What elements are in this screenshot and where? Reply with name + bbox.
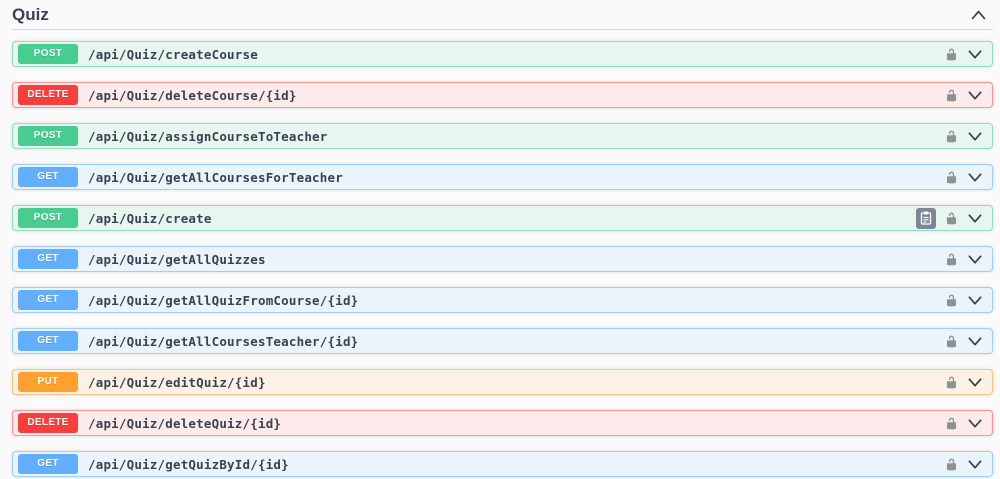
endpoint-path: /api/Quiz/getAllCoursesForTeacher bbox=[88, 169, 343, 185]
unlocked-padlock-icon bbox=[945, 416, 958, 431]
endpoint-row-post-2[interactable]: POST /api/Quiz/assignCourseToTeacher bbox=[12, 123, 993, 149]
endpoint-row-get-3[interactable]: GET /api/Quiz/getAllCoursesForTeacher bbox=[12, 164, 993, 190]
expand-endpoint-button[interactable] bbox=[967, 253, 983, 266]
chevron-down-icon bbox=[967, 376, 983, 389]
endpoint-path: /api/Quiz/getAllQuizzes bbox=[88, 251, 266, 267]
endpoint-path: /api/Quiz/deleteCourse/{id} bbox=[88, 87, 297, 103]
endpoint-row-delete-1[interactable]: DELETE /api/Quiz/deleteCourse/{id} bbox=[12, 82, 993, 108]
endpoint-path: /api/Quiz/deleteQuiz/{id} bbox=[88, 415, 282, 431]
endpoint-row-delete-9[interactable]: DELETE /api/Quiz/deleteQuiz/{id} bbox=[12, 410, 993, 436]
authorize-lock-button[interactable] bbox=[945, 293, 958, 308]
expand-endpoint-button[interactable] bbox=[967, 130, 983, 143]
method-badge: POST bbox=[18, 208, 78, 228]
expand-endpoint-button[interactable] bbox=[967, 171, 983, 184]
authorize-lock-button[interactable] bbox=[945, 416, 958, 431]
endpoint-path: /api/Quiz/create bbox=[88, 210, 212, 226]
endpoint-path: /api/Quiz/createCourse bbox=[88, 46, 258, 62]
chevron-down-icon bbox=[967, 294, 983, 307]
endpoint-path: /api/Quiz/getAllCoursesTeacher/{id} bbox=[88, 333, 359, 349]
method-badge: POST bbox=[18, 44, 78, 64]
authorize-lock-button[interactable] bbox=[945, 375, 958, 390]
chevron-down-icon bbox=[967, 212, 983, 225]
endpoint-row-post-0[interactable]: POST /api/Quiz/createCourse bbox=[12, 41, 993, 67]
expand-endpoint-button[interactable] bbox=[967, 376, 983, 389]
endpoint-path: /api/Quiz/editQuiz/{id} bbox=[88, 374, 266, 390]
section-title: Quiz bbox=[12, 5, 49, 24]
unlocked-padlock-icon bbox=[945, 252, 958, 267]
endpoint-row-get-5[interactable]: GET /api/Quiz/getAllQuizzes bbox=[12, 246, 993, 272]
section-divider bbox=[12, 29, 993, 30]
chevron-down-icon bbox=[967, 417, 983, 430]
endpoint-row-put-8[interactable]: PUT /api/Quiz/editQuiz/{id} bbox=[12, 369, 993, 395]
expand-endpoint-button[interactable] bbox=[967, 417, 983, 430]
endpoint-row-get-10[interactable]: GET /api/Quiz/getQuizById/{id} bbox=[12, 451, 993, 477]
authorize-lock-button[interactable] bbox=[945, 47, 958, 62]
unlocked-padlock-icon bbox=[945, 375, 958, 390]
authorize-lock-button[interactable] bbox=[945, 252, 958, 267]
authorize-lock-button[interactable] bbox=[945, 457, 958, 472]
unlocked-padlock-icon bbox=[945, 457, 958, 472]
chevron-down-icon bbox=[967, 89, 983, 102]
method-badge: GET bbox=[18, 167, 78, 187]
expand-endpoint-button[interactable] bbox=[967, 48, 983, 61]
unlocked-padlock-icon bbox=[945, 170, 958, 185]
unlocked-padlock-icon bbox=[945, 88, 958, 103]
method-badge: PUT bbox=[18, 372, 78, 392]
chevron-down-icon bbox=[967, 253, 983, 266]
method-badge: GET bbox=[18, 290, 78, 310]
endpoint-path: /api/Quiz/getAllQuizFromCourse/{id} bbox=[88, 292, 359, 308]
endpoint-row-post-4[interactable]: POST /api/Quiz/create bbox=[12, 205, 993, 231]
unlocked-padlock-icon bbox=[945, 334, 958, 349]
section-header[interactable]: Quiz bbox=[12, 4, 993, 26]
expand-endpoint-button[interactable] bbox=[967, 212, 983, 225]
authorize-lock-button[interactable] bbox=[945, 211, 958, 226]
chevron-down-icon bbox=[967, 335, 983, 348]
collapse-section-button[interactable] bbox=[964, 8, 993, 22]
endpoint-path: /api/Quiz/getQuizById/{id} bbox=[88, 456, 289, 472]
expand-endpoint-button[interactable] bbox=[967, 335, 983, 348]
authorize-lock-button[interactable] bbox=[945, 334, 958, 349]
chevron-down-icon bbox=[967, 48, 983, 61]
authorize-lock-button[interactable] bbox=[945, 170, 958, 185]
chevron-down-icon bbox=[967, 130, 983, 143]
method-badge: GET bbox=[18, 331, 78, 351]
chevron-up-icon bbox=[970, 8, 987, 22]
unlocked-padlock-icon bbox=[945, 129, 958, 144]
authorize-lock-button[interactable] bbox=[945, 88, 958, 103]
unlocked-padlock-icon bbox=[945, 293, 958, 308]
method-badge: DELETE bbox=[18, 413, 78, 433]
expand-endpoint-button[interactable] bbox=[967, 89, 983, 102]
endpoint-path: /api/Quiz/assignCourseToTeacher bbox=[88, 128, 328, 144]
clipboard-icon bbox=[916, 207, 936, 229]
chevron-down-icon bbox=[967, 458, 983, 471]
method-badge: DELETE bbox=[18, 85, 78, 105]
expand-endpoint-button[interactable] bbox=[967, 458, 983, 471]
chevron-down-icon bbox=[967, 171, 983, 184]
authorize-lock-button[interactable] bbox=[945, 129, 958, 144]
unlocked-padlock-icon bbox=[945, 211, 958, 226]
endpoint-row-get-7[interactable]: GET /api/Quiz/getAllCoursesTeacher/{id} bbox=[12, 328, 993, 354]
unlocked-padlock-icon bbox=[945, 47, 958, 62]
endpoint-row-get-6[interactable]: GET /api/Quiz/getAllQuizFromCourse/{id} bbox=[12, 287, 993, 313]
method-badge: GET bbox=[18, 249, 78, 269]
method-badge: GET bbox=[18, 454, 78, 474]
expand-endpoint-button[interactable] bbox=[967, 294, 983, 307]
endpoint-list: POST /api/Quiz/createCourse bbox=[12, 41, 993, 477]
method-badge: POST bbox=[18, 126, 78, 146]
